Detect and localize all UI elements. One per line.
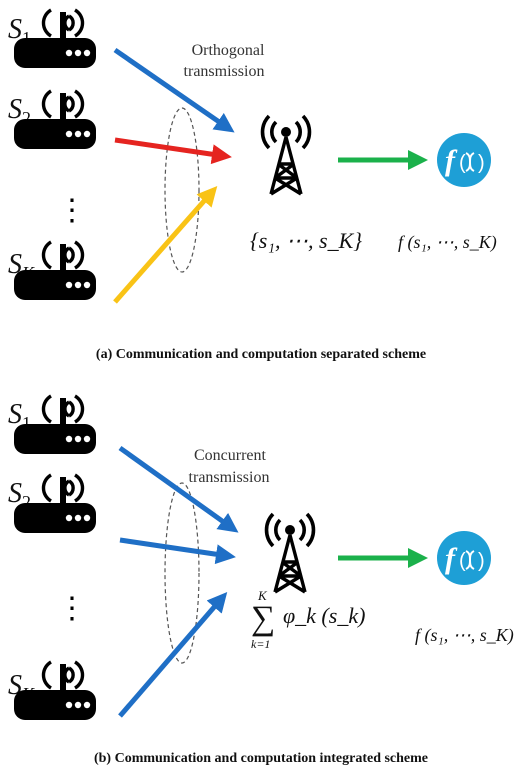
router-icon (12, 89, 98, 151)
base-station-tower-icon (260, 114, 312, 196)
panel-a: S1 S2 SK ⋮ Orthogonal transmission {s₁, … (8, 8, 497, 362)
source-label-2: S2 (8, 478, 31, 512)
ellipsis-dots: ⋮ (57, 194, 87, 227)
caption-a: (a) Communication and computation separa… (96, 347, 426, 362)
uplink-arrow-2 (119, 537, 236, 565)
channel-label-line2: transmission (189, 469, 270, 486)
bs-set-label: {s₁, ⋯, s_K} (250, 228, 362, 253)
function-dna-icon (436, 132, 492, 188)
function-label: f (s₁, ⋯, s_K) (398, 232, 497, 253)
function-label: f (s₁, ⋯, s_K) (415, 625, 514, 646)
router-icon (12, 394, 98, 456)
sum-sign: ∑ (251, 600, 275, 637)
uplink-arrow-2 (114, 137, 232, 165)
router-icon (12, 240, 98, 302)
router-icon (12, 473, 98, 535)
uplink-arrow-k (118, 591, 228, 718)
uplink-arrow-1 (113, 47, 235, 133)
sum-upper-limit: K (257, 588, 268, 603)
router-icon (12, 660, 98, 722)
channel-ellipse (164, 482, 200, 664)
channel-label-line2: transmission (184, 63, 265, 80)
source-label-2: S2 (8, 94, 31, 128)
caption-b: (b) Communication and computation integr… (94, 751, 428, 766)
function-dna-icon (436, 530, 492, 586)
panel-b: S1 S2 SK ⋮ Concurrent transmission K ∑ k… (8, 394, 514, 766)
channel-label-line1: Orthogonal (192, 42, 265, 59)
channel-label-line1: Concurrent (194, 447, 267, 464)
channel-ellipse (164, 107, 200, 273)
ellipsis-dots: ⋮ (57, 592, 87, 625)
base-station-tower-icon (264, 512, 316, 594)
sum-body: φ_k (s_k) (283, 603, 365, 628)
sum-lower-limit: k=1 (251, 637, 270, 651)
source-label-1: S1 (8, 399, 31, 433)
uplink-arrow-1 (118, 445, 239, 533)
sum-formula: K ∑ k=1 φ_k (s_k) (251, 588, 365, 651)
router-icon (12, 8, 98, 70)
uplink-arrow-k (113, 185, 218, 304)
